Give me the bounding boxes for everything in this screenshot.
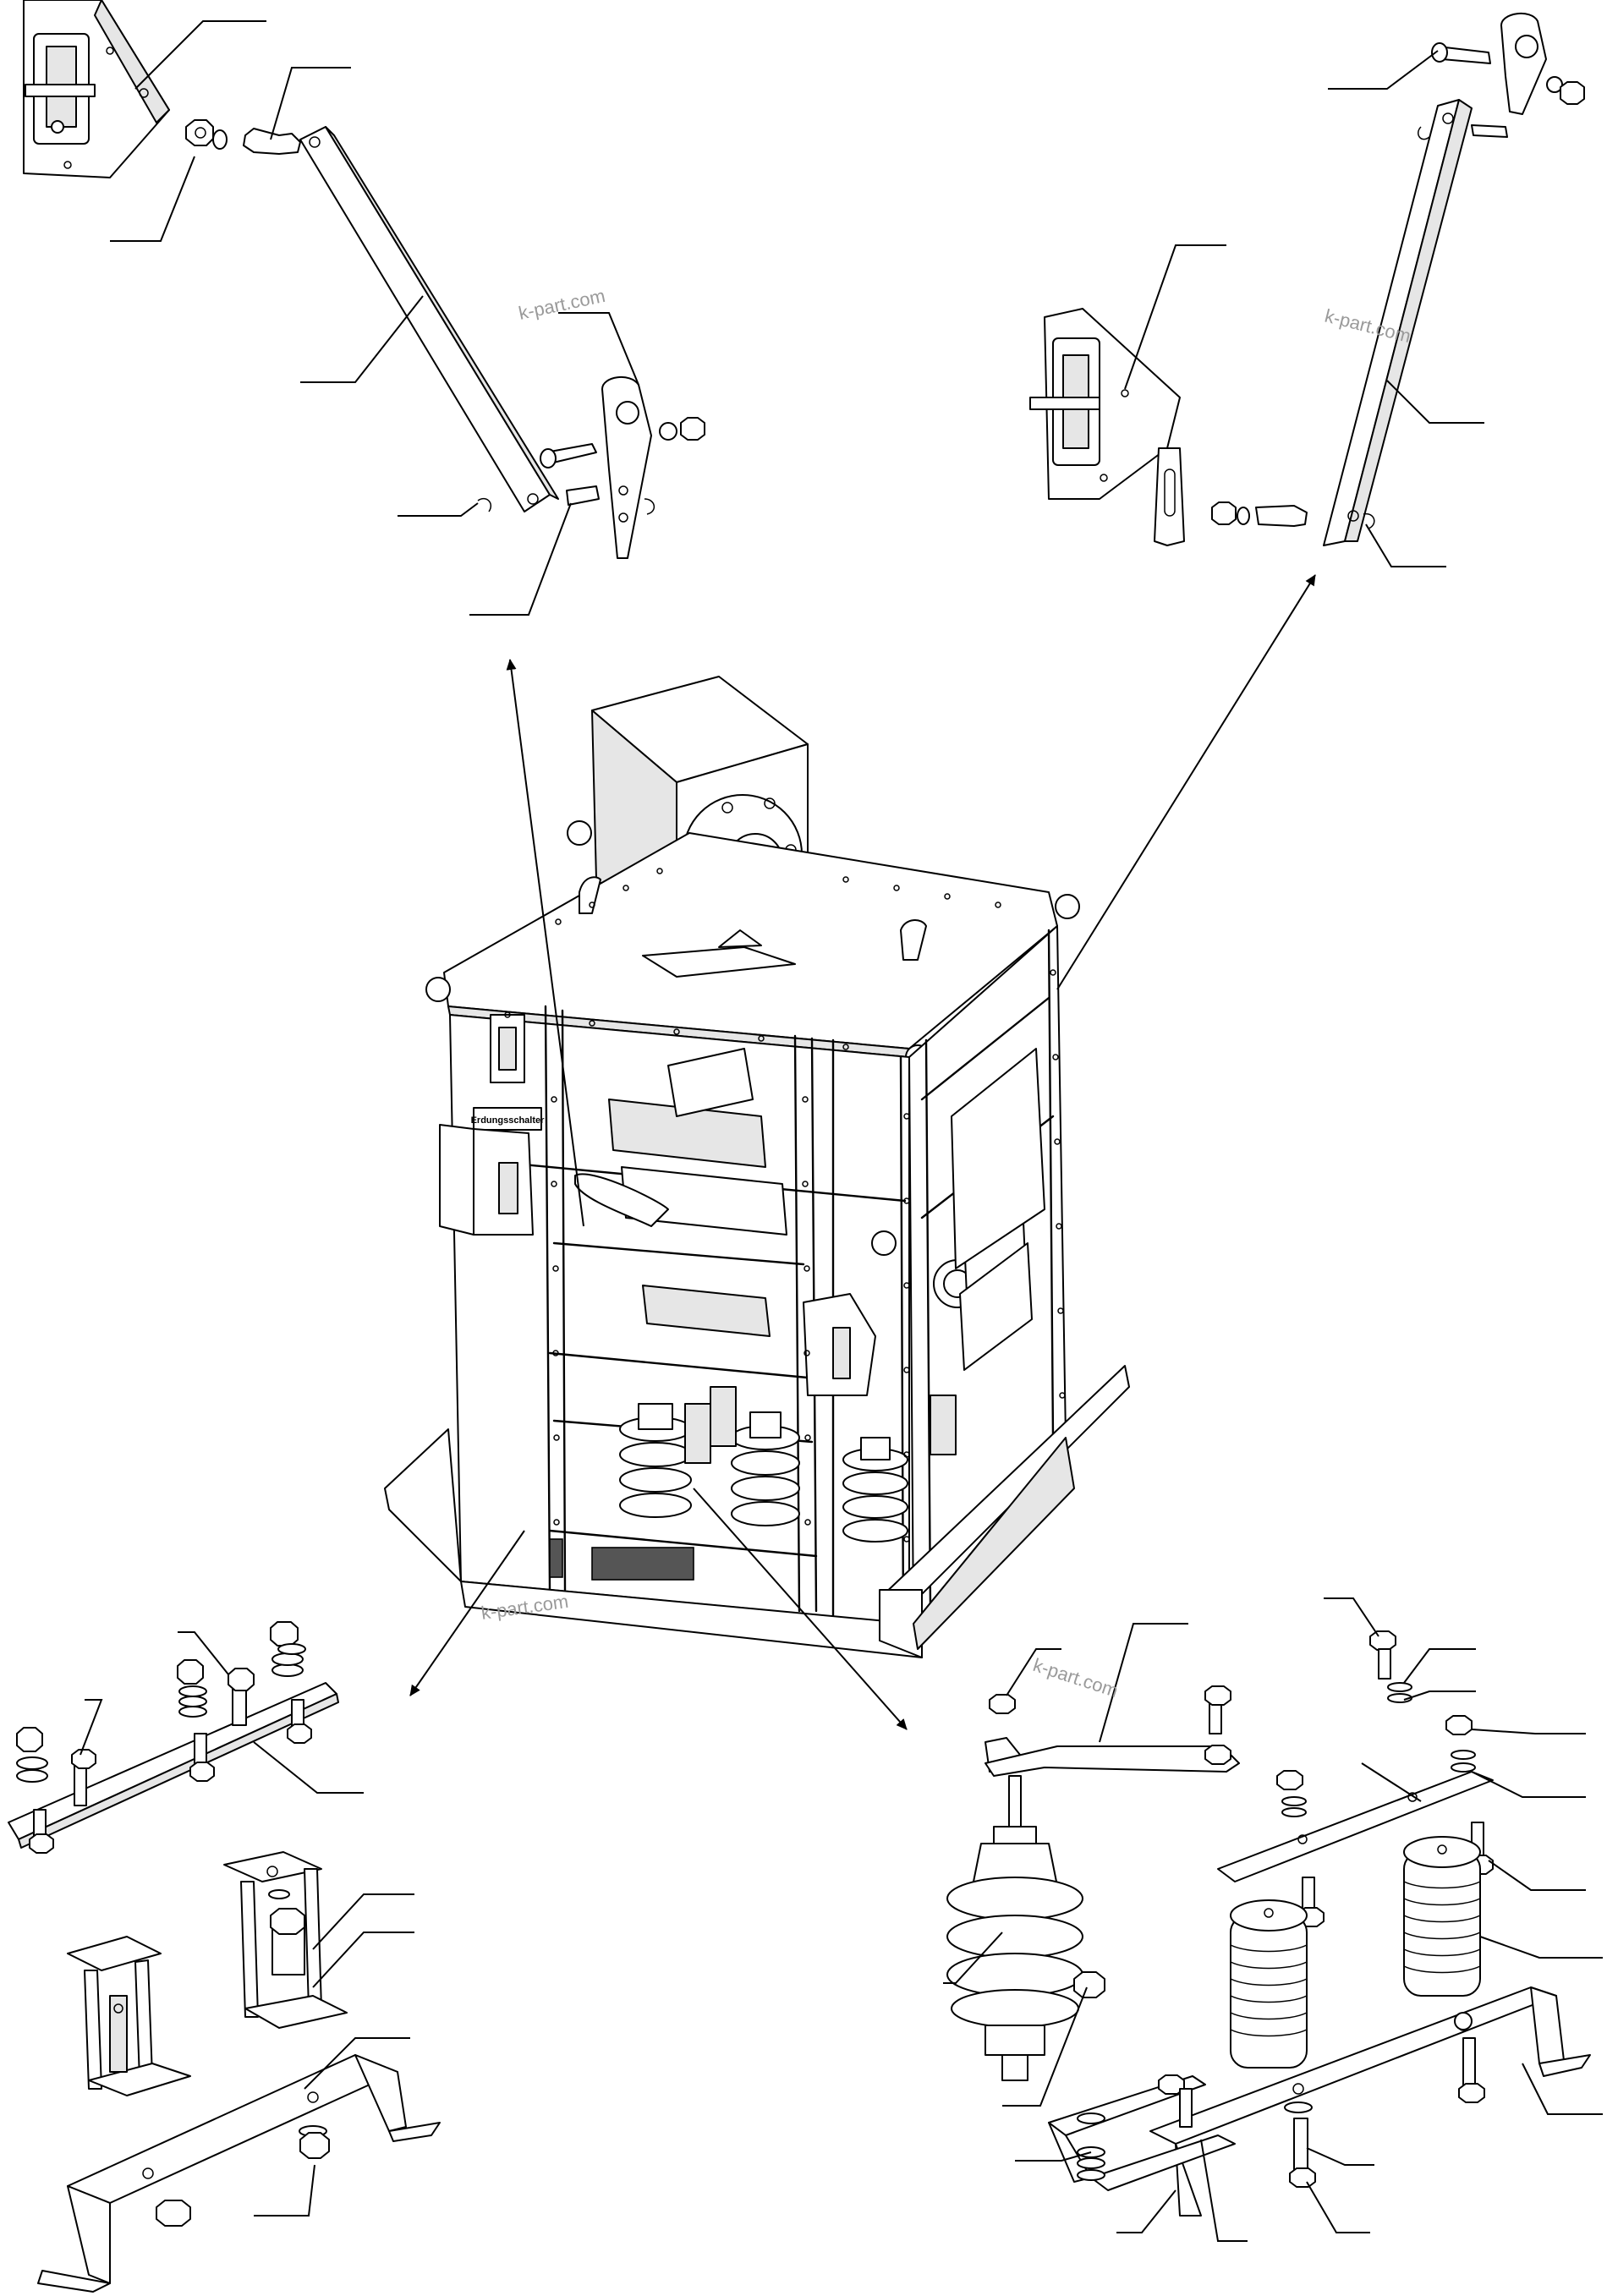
- switch-bracket-right: [1029, 308, 1185, 546]
- insulator-stack-3: [842, 1437, 908, 1543]
- switch-bracket-left: [23, 0, 170, 178]
- lever-right: [1500, 12, 1547, 115]
- exploded-view-arrows: [409, 574, 1316, 1730]
- lever-left: [601, 375, 652, 559]
- door-label-group: Erdungsschalter: [471, 1107, 546, 1131]
- post-support-2: [223, 1851, 348, 2029]
- top-left-linkage-group: [23, 0, 705, 616]
- main-switchgear-unit: Erdungsschalter: [384, 676, 1130, 1658]
- insulator-stack-2: [731, 1411, 800, 1526]
- bottom-right-arrester-group: [943, 1597, 1603, 2242]
- bottom-left-busbar-group: [8, 1621, 364, 1854]
- top-right-linkage-group: [1029, 12, 1585, 567]
- door-label: Erdungsschalter: [471, 1115, 546, 1126]
- insulator-stack-1: [619, 1403, 692, 1518]
- watermark-4: k-part.com: [1030, 1654, 1121, 1701]
- link-arm-right: [1323, 99, 1473, 546]
- surge-arrester: [946, 1775, 1083, 2081]
- link-arm-left: [299, 126, 559, 512]
- watermark-1: k-part.com: [517, 285, 607, 324]
- frame-bolts: [504, 868, 1066, 1543]
- post-insulator-2: [1403, 1836, 1481, 1997]
- pin-nut-set-left: [185, 119, 301, 155]
- bottom-left-supports-group: [37, 1851, 441, 2293]
- post-support-1: [67, 1936, 191, 2096]
- post-insulator-1: [1230, 1899, 1308, 2069]
- busbar-fasteners-left: [16, 1621, 312, 1854]
